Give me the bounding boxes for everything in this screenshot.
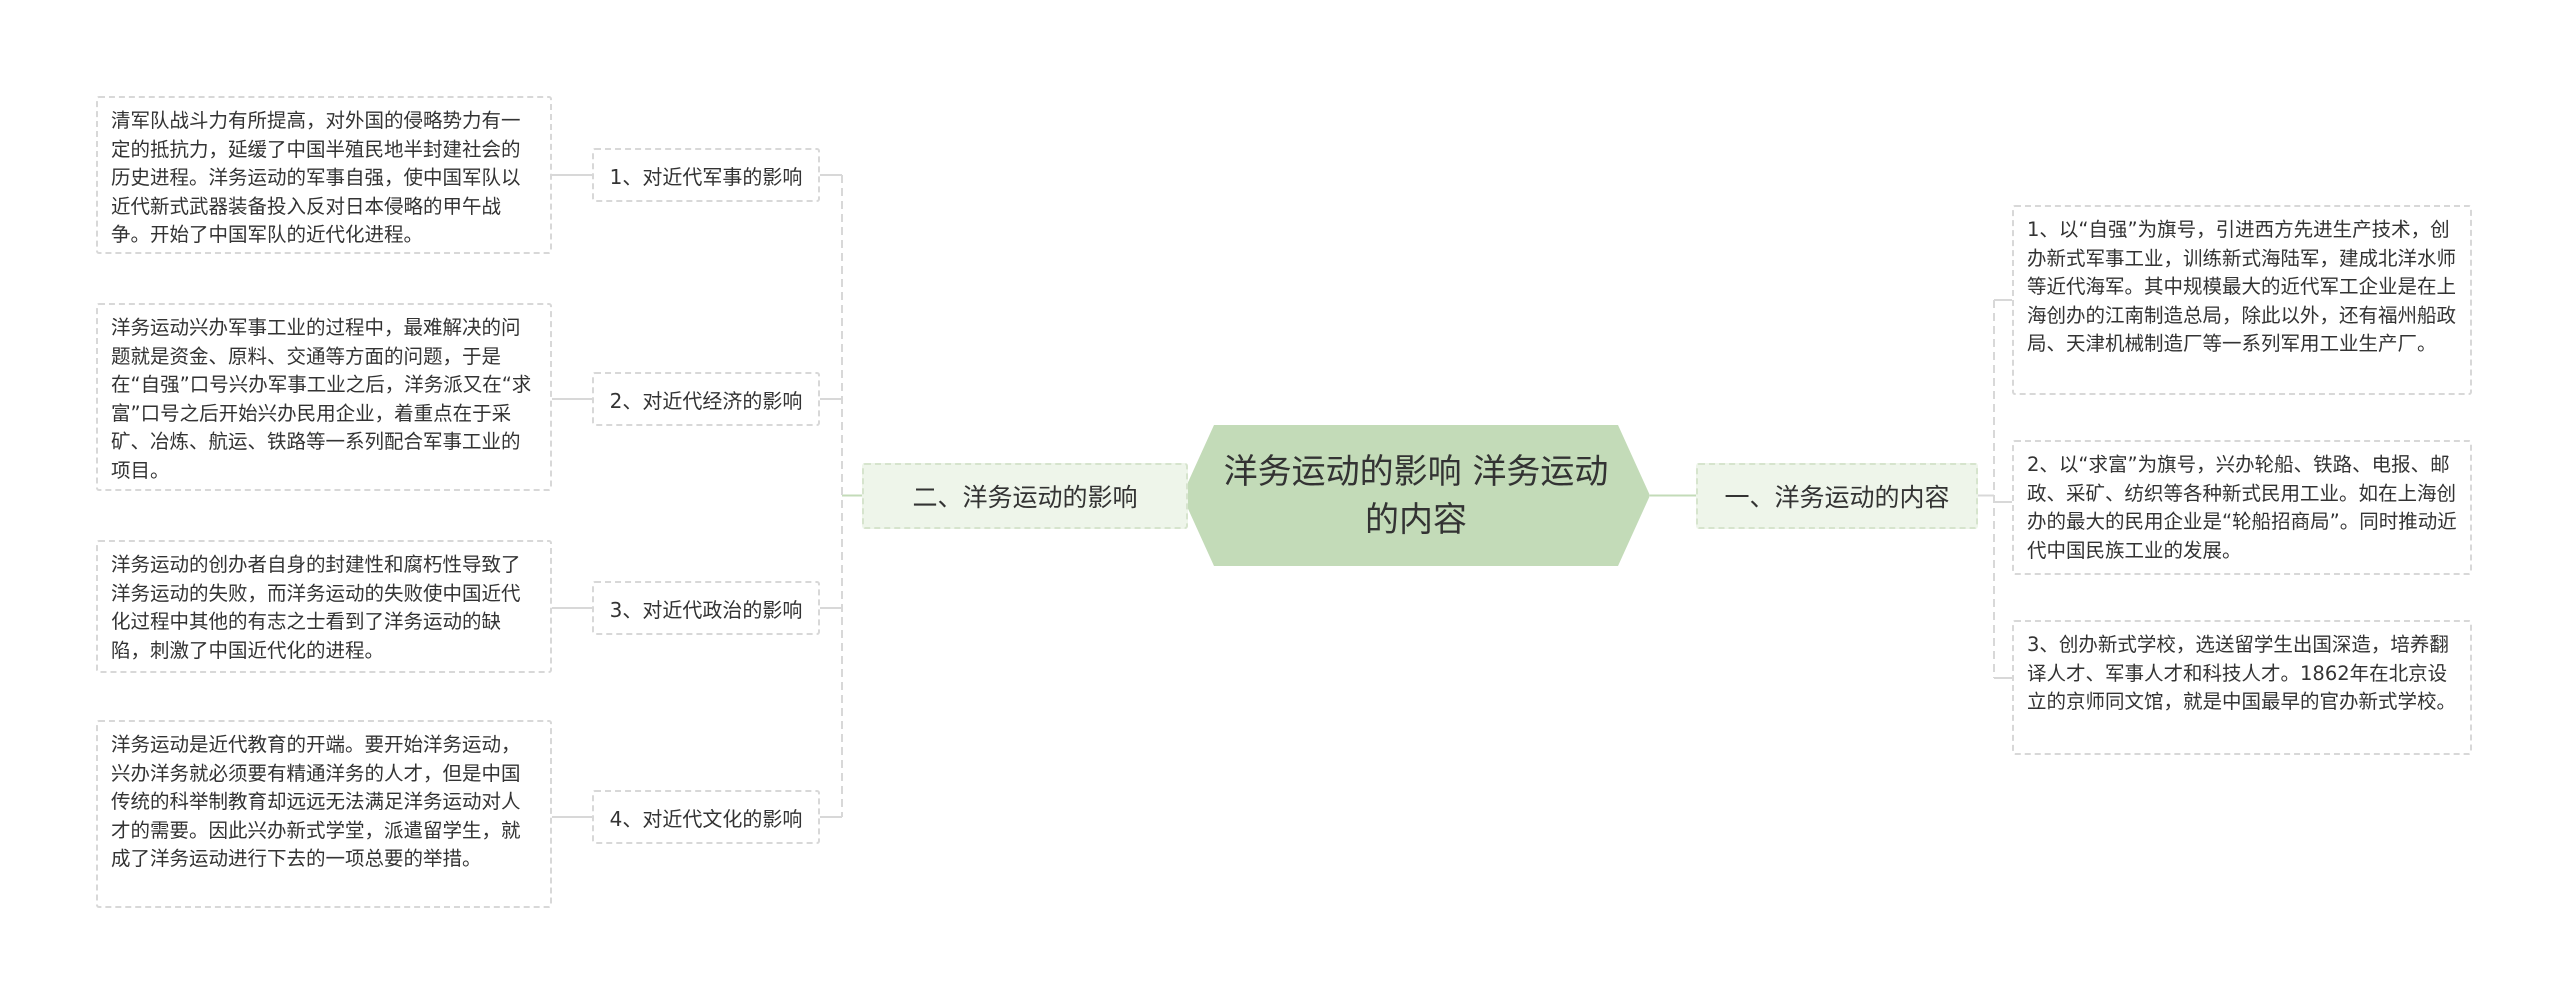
leaf-economy-text: 洋务运动兴办军事工业的过程中，最难解决的问题就是资金、原料、交通等方面的问题，于…: [111, 316, 532, 482]
sub-economy-label: 2、对近代经济的影响: [609, 388, 803, 413]
sub-culture-label: 4、对近代文化的影响: [609, 806, 803, 831]
branch-influence-label: 二、洋务运动的影响: [912, 483, 1138, 512]
sub-politics-label: 3、对近代政治的影响: [609, 597, 803, 622]
branch-content[interactable]: 一、洋务运动的内容: [1696, 463, 1978, 529]
leaf-military-detail[interactable]: 清军队战斗力有所提高，对外国的侵略势力有一定的抵抗力，延缓了中国半殖民地半封建社…: [96, 96, 552, 254]
leaf-politics-detail[interactable]: 洋务运动的创办者自身的封建性和腐朽性导致了洋务运动的失败，而洋务运动的失败使中国…: [96, 540, 552, 673]
sub-culture[interactable]: 4、对近代文化的影响: [592, 790, 820, 844]
leaf-new-schools[interactable]: 3、创办新式学校，选送留学生出国深造，培养翻译人才、军事人才和科技人才。1862…: [2012, 620, 2472, 755]
branch-influence[interactable]: 二、洋务运动的影响: [862, 463, 1188, 529]
root-topic-label: 洋务运动的影响 洋务运动的内容: [1223, 451, 1609, 540]
leaf-culture-detail[interactable]: 洋务运动是近代教育的开端。要开始洋务运动，兴办洋务就必须要有精通洋务的人才，但是…: [96, 720, 552, 908]
root-topic[interactable]: 洋务运动的影响 洋务运动的内容: [1182, 425, 1650, 566]
leaf-self-strengthening-text: 1、以“自强”为旗号，引进西方先进生产技术，创办新式军事工业，训练新式海陆军，建…: [2027, 218, 2457, 355]
leaf-seeking-wealth[interactable]: 2、以“求富”为旗号，兴办轮船、铁路、电报、邮政、采矿、纺织等各种新式民用工业。…: [2012, 440, 2472, 575]
sub-politics[interactable]: 3、对近代政治的影响: [592, 581, 820, 635]
leaf-new-schools-text: 3、创办新式学校，选送留学生出国深造，培养翻译人才、军事人才和科技人才。1862…: [2027, 633, 2457, 713]
branch-content-label: 一、洋务运动的内容: [1724, 483, 1950, 512]
leaf-economy-detail[interactable]: 洋务运动兴办军事工业的过程中，最难解决的问题就是资金、原料、交通等方面的问题，于…: [96, 303, 552, 491]
leaf-seeking-wealth-text: 2、以“求富”为旗号，兴办轮船、铁路、电报、邮政、采矿、纺织等各种新式民用工业。…: [2027, 453, 2457, 562]
leaf-military-text: 清军队战斗力有所提高，对外国的侵略势力有一定的抵抗力，延缓了中国半殖民地半封建社…: [111, 109, 521, 246]
leaf-self-strengthening[interactable]: 1、以“自强”为旗号，引进西方先进生产技术，创办新式军事工业，训练新式海陆军，建…: [2012, 205, 2472, 395]
sub-military[interactable]: 1、对近代军事的影响: [592, 148, 820, 202]
sub-military-label: 1、对近代军事的影响: [609, 164, 803, 189]
leaf-culture-text: 洋务运动是近代教育的开端。要开始洋务运动，兴办洋务就必须要有精通洋务的人才，但是…: [111, 733, 521, 870]
sub-economy[interactable]: 2、对近代经济的影响: [592, 372, 820, 426]
leaf-politics-text: 洋务运动的创办者自身的封建性和腐朽性导致了洋务运动的失败，而洋务运动的失败使中国…: [111, 553, 521, 662]
